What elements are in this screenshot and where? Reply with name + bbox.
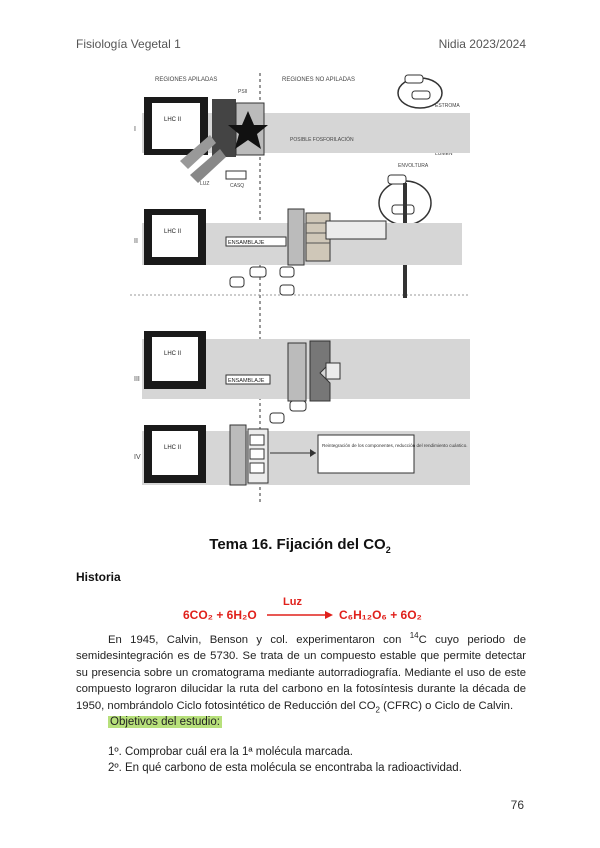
- objective-item-2: 2º. En qué carbono de esta molécula se e…: [108, 762, 462, 774]
- equation-products: C₆H₁₂O₆ + 6O₂: [339, 608, 422, 622]
- label-posible-fosforilacion: POSIBLE FOSFORILACIÓN: [290, 136, 354, 143]
- para-part-3: (CFRC) o Ciclo de Calvin.: [380, 699, 514, 712]
- row-label-3: III: [134, 376, 140, 383]
- objectives-heading: Objetivos del estudio:: [108, 716, 222, 728]
- title-subscript: 2: [385, 545, 391, 555]
- lhcii-label-3: LHC II: [164, 351, 181, 357]
- figure-note: Reintegración de los componentes, reducc…: [322, 443, 468, 448]
- label-regiones-apiladas: REGIONES APILADAS: [155, 77, 217, 83]
- equation-light: Luz: [283, 596, 302, 608]
- reaction-arrow-icon: [267, 611, 333, 619]
- label-luz: LUZ: [200, 181, 209, 187]
- para-part-2: C cuyo periodo de semidesintegración es …: [76, 633, 526, 712]
- ensamblaje-label-2: ENSAMBLAJE: [228, 378, 265, 384]
- lhcii-label-1: LHC II: [164, 117, 181, 123]
- label-envoltura: ENVOLTURA: [398, 163, 429, 169]
- header-course-title: Fisiología Vegetal 1: [76, 37, 181, 51]
- label-psii-top: PSII: [238, 89, 247, 95]
- para-co2-subscript: 2: [375, 705, 380, 715]
- lhcii-label-4: LHC II: [164, 445, 181, 451]
- photosynthesis-equation: 6CO₂ + 6H₂O Luz C₆H₁₂O₆ + 6O₂: [183, 596, 423, 624]
- page-title: Tema 16. Fijación del CO2: [0, 536, 600, 555]
- row-label-4: IV: [134, 454, 141, 461]
- title-text: Tema 16. Fijación del CO: [209, 536, 386, 553]
- para-part-1: En 1945, Calvin, Benson y col. experimen…: [108, 633, 410, 646]
- para-isotope-superscript: 14: [409, 631, 419, 640]
- label-lumen: LUMEN: [435, 151, 453, 157]
- row-label-1: I: [134, 126, 136, 133]
- photosystem-repair-figure: REGIONES APILADAS REGIONES NO APILADAS E…: [130, 73, 470, 503]
- objective-item-1: 1º. Comprobar cuál era la 1ª molécula ma…: [108, 746, 353, 758]
- equation-reactants: 6CO₂ + 6H₂O: [183, 608, 257, 622]
- section-heading: Historia: [76, 570, 121, 584]
- page-number: 76: [510, 798, 524, 812]
- ensamblaje-label-1: ENSAMBLAJE: [228, 240, 265, 246]
- label-regiones-no-apiladas: REGIONES NO APILADAS: [282, 77, 355, 83]
- figure-note-line: Reintegración de los componentes, reducc…: [322, 443, 468, 448]
- label-casq: CASQ: [230, 183, 244, 189]
- header-author-year: Nidia 2023/2024: [438, 37, 526, 51]
- history-paragraph: En 1945, Calvin, Benson y col. experimen…: [76, 628, 526, 719]
- row-label-2: II: [134, 238, 138, 245]
- label-estroma: ESTROMA: [435, 103, 460, 109]
- lhcii-label-2: LHC II: [164, 229, 181, 235]
